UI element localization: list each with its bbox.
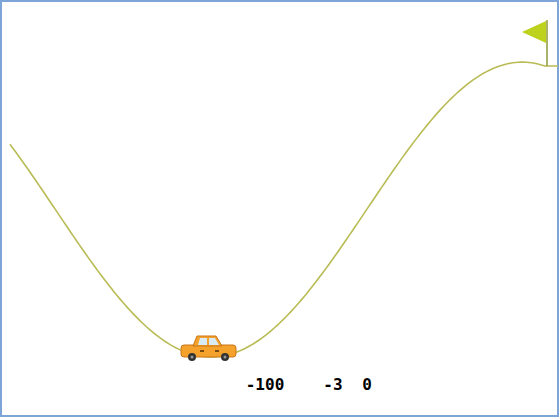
car-wheel [188, 353, 196, 361]
readout-value: -3 [323, 376, 342, 394]
car-handle [200, 350, 204, 352]
readout-slot: 0 [362, 376, 372, 394]
goal-flag [522, 20, 547, 66]
car-window [198, 338, 207, 345]
readout-value: -100 [246, 376, 285, 394]
mountain-track [10, 62, 558, 357]
car-hub [191, 356, 194, 359]
flag-cloth [522, 21, 546, 43]
car-handle [215, 350, 219, 352]
flag-pole [546, 20, 548, 66]
readout-value: 0 [362, 376, 372, 394]
car-cabin [193, 336, 222, 346]
readout-slot: -3 [323, 376, 342, 394]
car-sprite [181, 336, 236, 361]
car-window [209, 338, 219, 345]
readout-slot: -100 [246, 376, 285, 394]
car-wheel [221, 353, 229, 361]
car-hub [224, 356, 227, 359]
